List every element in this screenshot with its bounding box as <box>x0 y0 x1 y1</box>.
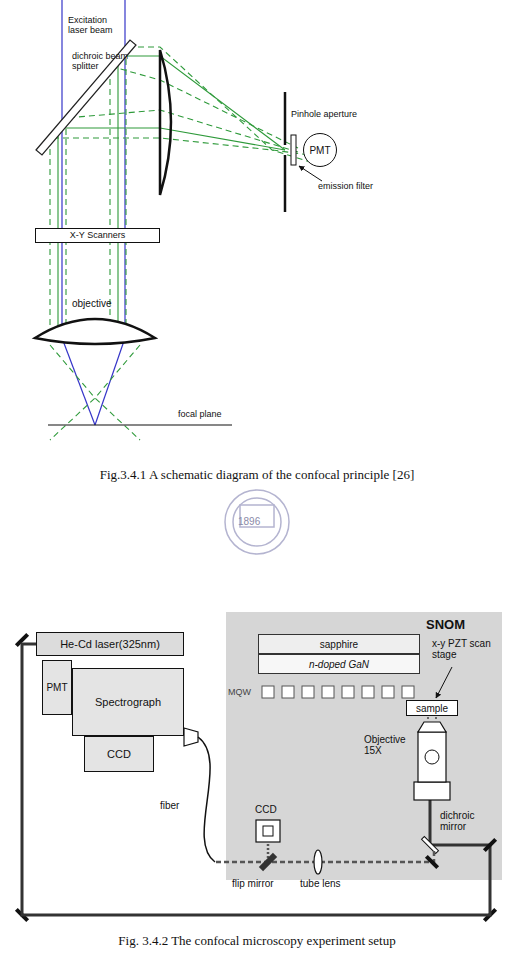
camera-box: CCD <box>84 736 154 772</box>
ccd-camera <box>256 820 280 842</box>
component-label: tube lens <box>300 878 341 889</box>
tube-lens <box>314 850 322 874</box>
objective-tip <box>418 722 446 732</box>
emission-dots <box>427 717 437 719</box>
beam-label: Excitation laser beam <box>68 16 128 36</box>
component-label: dichroic mirror <box>440 810 490 832</box>
node-text: PMT <box>309 145 330 156</box>
detector-circle: PMT <box>303 133 337 167</box>
layer-box: n-doped GaN <box>258 654 420 674</box>
node-text: sample <box>416 703 448 714</box>
objective-mount <box>414 782 450 800</box>
node-text: Spectrograph <box>95 696 161 708</box>
component-label: Objective 15X <box>364 734 414 756</box>
objective-body <box>418 732 446 782</box>
node-text: SNOM <box>426 618 465 632</box>
node-text: n-doped GaN <box>309 659 369 670</box>
focusing-lens <box>160 50 171 195</box>
node-text: X-Y Scanners <box>70 231 125 241</box>
component-label: CCD <box>255 804 277 815</box>
component-label: x-y PZT scan stage <box>432 638 502 660</box>
watermark-logo <box>225 490 289 554</box>
emission-filter <box>291 135 296 165</box>
detector-box: PMT <box>42 660 72 715</box>
component-label: flip mirror <box>232 878 274 889</box>
component-label: Pinhole aperture <box>291 110 357 120</box>
node-text: sapphire <box>320 639 358 650</box>
component-label: objective <box>72 298 111 309</box>
spectrograph-box: Spectrograph <box>72 668 184 736</box>
laser-path <box>430 800 490 880</box>
layer-label: MQW <box>228 688 251 698</box>
objective-lens <box>35 319 155 344</box>
mirror <box>425 855 439 869</box>
objective-lens <box>425 750 439 764</box>
focal-plane <box>48 424 232 425</box>
scanner-box: X-Y Scanners <box>35 228 160 243</box>
node-text: CCD <box>107 748 131 760</box>
figure-caption: Fig. 3.4.2 The confocal microscopy exper… <box>0 934 514 948</box>
component-label: focal plane <box>178 410 222 420</box>
layer-box: sapphire <box>258 634 420 654</box>
detection-path <box>215 842 434 862</box>
flip-mirror <box>259 853 277 871</box>
figure-caption: Fig.3.4.1 A schematic diagram of the con… <box>0 468 514 482</box>
node-text: PMT <box>46 682 67 693</box>
beam-splitter <box>36 40 136 155</box>
fiber-coupler <box>184 728 198 746</box>
dichroic-mirror <box>422 837 439 854</box>
node-text: He-Cd laser(325nm) <box>60 638 160 650</box>
leader-line <box>299 166 322 181</box>
watermark: 1896 <box>238 516 260 527</box>
optical-fiber <box>198 737 215 862</box>
pinhole-aperture <box>284 92 287 212</box>
component-label: dichroic beam splitter <box>72 52 130 72</box>
ccd-sensor <box>263 826 273 836</box>
laser-box: He-Cd laser(325nm) <box>36 632 184 656</box>
component-label: emission filter <box>318 182 373 192</box>
leader-line <box>436 667 452 698</box>
mirror <box>483 838 497 852</box>
quantum-well-row <box>262 686 414 698</box>
sample-box: sample <box>406 700 458 716</box>
component-label: fiber <box>160 800 179 811</box>
emission-rays <box>50 47 310 440</box>
